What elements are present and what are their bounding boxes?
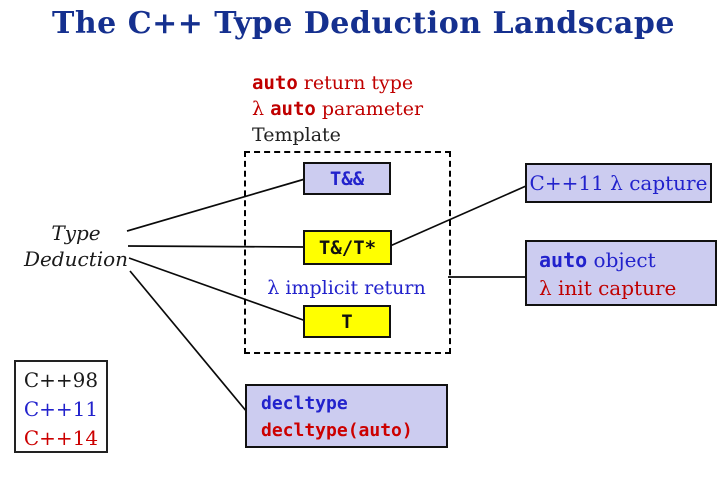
code-auto: auto [252,72,298,94]
context-annotations: auto return type λ auto parameter Templa… [252,70,423,148]
box-auto-object-init-capture: auto object λ init capture [525,240,717,306]
root-label-line2: Deduction [23,247,129,271]
line-to-universal-ref [126,178,306,232]
annotation-template: Template [252,124,341,146]
page-title: The C++ Type Deduction Landscape [52,6,675,41]
annotation-auto-return-type: auto return type [252,70,423,96]
legend-item-cpp98: C++98 [23,368,99,392]
node-universal-reference: T&& [303,162,391,195]
template-deduction-region [244,151,451,354]
annotation-parameter-text: parameter [315,98,424,120]
legend-item-cpp14: C++14 [23,426,99,450]
line-to-decltype [129,270,248,413]
label-lambda-implicit-return: λ implicit return [267,277,426,299]
root-label-type-deduction: Type Deduction [18,220,134,272]
box-decltype: decltype decltype(auto) [245,384,448,448]
line-to-ref-ptr [127,245,306,248]
line-to-plain-t [128,257,307,322]
annotation-lambda-auto-parameter: λ auto parameter [252,96,423,122]
box-cpp11-lambda-capture: C++11 λ capture [525,163,712,203]
label-auto-object: auto object [539,246,715,274]
node-reference-pointer: T&/T* [303,230,392,265]
label-decltype-auto: decltype(auto) [261,420,413,441]
label-object-text: object [587,248,656,272]
node-plain-t: T [303,305,391,338]
legend-item-cpp11: C++11 [23,397,99,421]
line-refptr-to-lambda-capture [389,185,527,247]
label-decltype: decltype [261,393,348,414]
annotation-return-type-text: return type [297,72,414,94]
lambda-glyph: λ [252,98,271,120]
code-auto: auto [270,98,316,120]
code-auto: auto [539,248,588,272]
legend-standards-box: C++98 C++11 C++14 [14,360,108,453]
label-lambda-init-capture: λ init capture [539,276,677,300]
root-label-line1: Type [51,221,101,245]
